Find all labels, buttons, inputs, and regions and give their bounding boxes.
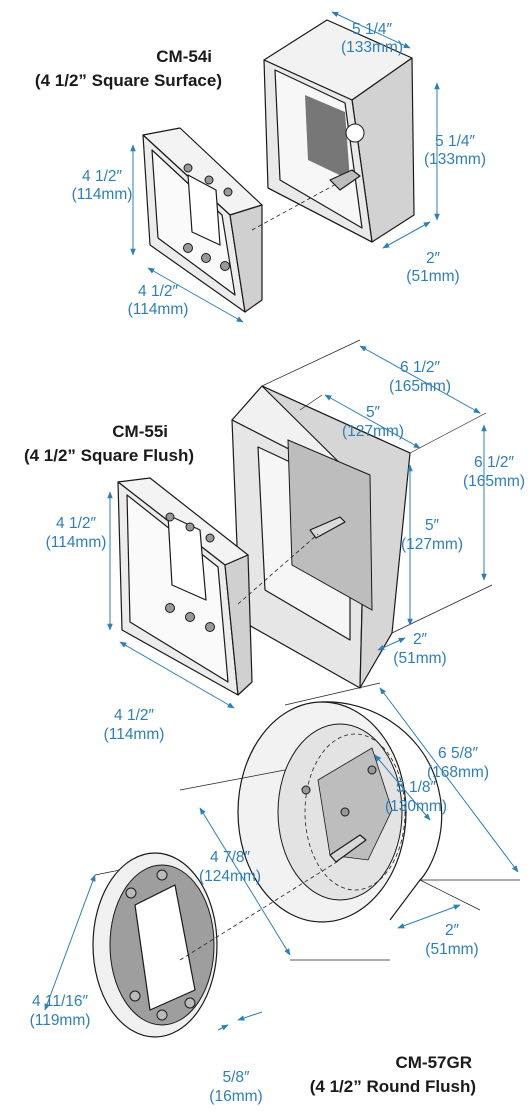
dim-cm55i-plate-h-in: 4 1/2″ [56,515,96,532]
dim-cm55i-inner-top-in: 5″ [366,404,381,421]
dim-cm57gr-outer-mm: (168mm) [427,764,489,781]
cm57gr-dim-lines [44,682,520,1031]
dim-cm55i-depth-in: 2″ [413,631,428,648]
dim-cm55i-inner-top-mm: (127mm) [342,423,404,440]
dim-cm57gr-plate-inner-in: 4 7/8″ [210,849,250,866]
dim-cm57gr-plate-thk-in: 5/8″ [222,1069,250,1086]
cm57gr-faceplate [92,852,218,1038]
dim-cm54i-height-mm: (133mm) [424,151,486,168]
cm57gr-model-name: CM-57GR [395,1053,472,1072]
dim-cm55i-height-in: 6 1/2″ [474,454,514,471]
dim-cm57gr-plate-dia-mm: (119mm) [30,1012,91,1029]
dim-cm54i-depth-in: 2″ [426,250,441,267]
cm55i-backbox [231,385,411,689]
dim-cm54i-plate-w-mm: (114mm) [128,301,189,318]
dim-cm55i-height-mm: (165mm) [463,473,525,490]
dim-cm57gr-depth-mm: (51mm) [425,941,478,958]
dim-cm55i-plate-w-mm: (114mm) [104,726,165,743]
cm54i-axis-line [251,182,339,231]
cm57gr-model-desc: (4 1/2” Round Flush) [310,1077,476,1096]
dim-cm57gr-outer-in: 6 5/8″ [438,745,478,762]
dim-cm57gr-inner-mm: (130mm) [385,798,447,815]
cm55i-axis-line [237,533,319,605]
dim-cm54i-plate-w-in: 4 1/2″ [138,283,178,300]
dim-cm54i-plate-h-mm: (114mm) [72,186,133,203]
dim-cm55i-top-mm: (165mm) [389,378,451,395]
dim-cm57gr-plate-dia-in: 4 11/16″ [32,993,89,1010]
cm55i-dim-lines [107,339,493,709]
dim-cm55i-plate-w-in: 4 1/2″ [114,707,154,724]
dim-cm57gr-plate-thk-mm: (16mm) [209,1088,262,1105]
dim-cm55i-plate-h-mm: (114mm) [46,534,107,551]
cm54i-backbox [263,19,415,243]
cm54i-model-desc: (4 1/2” Square Surface) [35,71,222,90]
dim-cm57gr-depth-in: 2″ [445,922,460,939]
dim-cm57gr-inner-in: 5 1/8″ [396,779,436,796]
dim-cm57gr-plate-inner-mm: (124mm) [199,868,261,885]
dim-cm54i-top-in: 5 1/4″ [352,21,392,38]
cm54i-dim-lines [130,11,440,323]
dim-cm55i-inner-h-mm: (127mm) [401,536,463,553]
dim-cm54i-plate-h-in: 4 1/2″ [82,168,122,185]
cm54i-model-name: CM-54i [156,47,212,66]
dim-cm55i-inner-h-in: 5″ [425,517,440,534]
dim-cm55i-depth-mm: (51mm) [393,650,446,667]
dim-cm54i-top-mm: (133mm) [341,39,403,56]
cm55i-faceplate [117,477,253,696]
cm55i-model-desc: (4 1/2” Square Flush) [24,446,194,465]
cm55i-model-name: CM-55i [112,422,168,441]
dim-cm54i-depth-mm: (51mm) [406,268,459,285]
dim-cm54i-height-in: 5 1/4″ [435,133,475,150]
dim-cm55i-top-in: 6 1/2″ [400,359,440,376]
